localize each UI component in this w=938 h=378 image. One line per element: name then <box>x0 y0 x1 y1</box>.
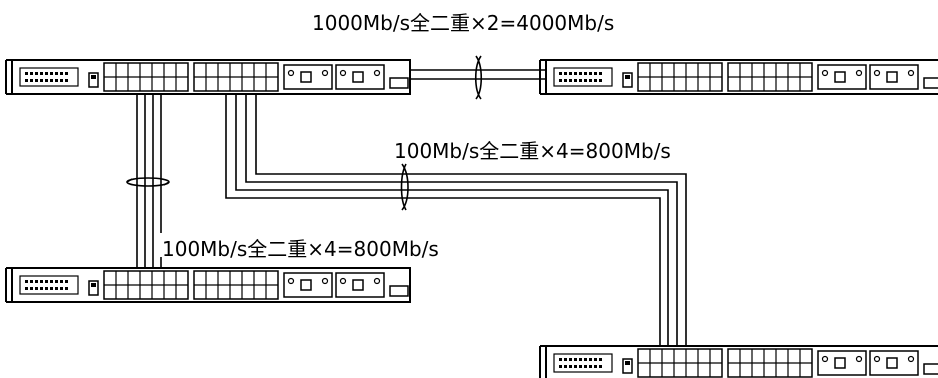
switch-bottom-left <box>5 267 411 303</box>
link-top-trunk <box>410 55 545 100</box>
label-middle-link: 100Mb/s全二重×4=800Mb/s <box>394 139 671 163</box>
label-left-link: 100Mb/s全二重×4=800Mb/s <box>162 237 439 261</box>
switch-bottom-right <box>539 345 938 378</box>
label-top-link: 1000Mb/s全二重×2=4000Mb/s <box>312 11 614 35</box>
switch-top-left <box>5 59 411 95</box>
switch-top-right <box>539 59 938 95</box>
link-middle-trunk <box>225 93 687 346</box>
